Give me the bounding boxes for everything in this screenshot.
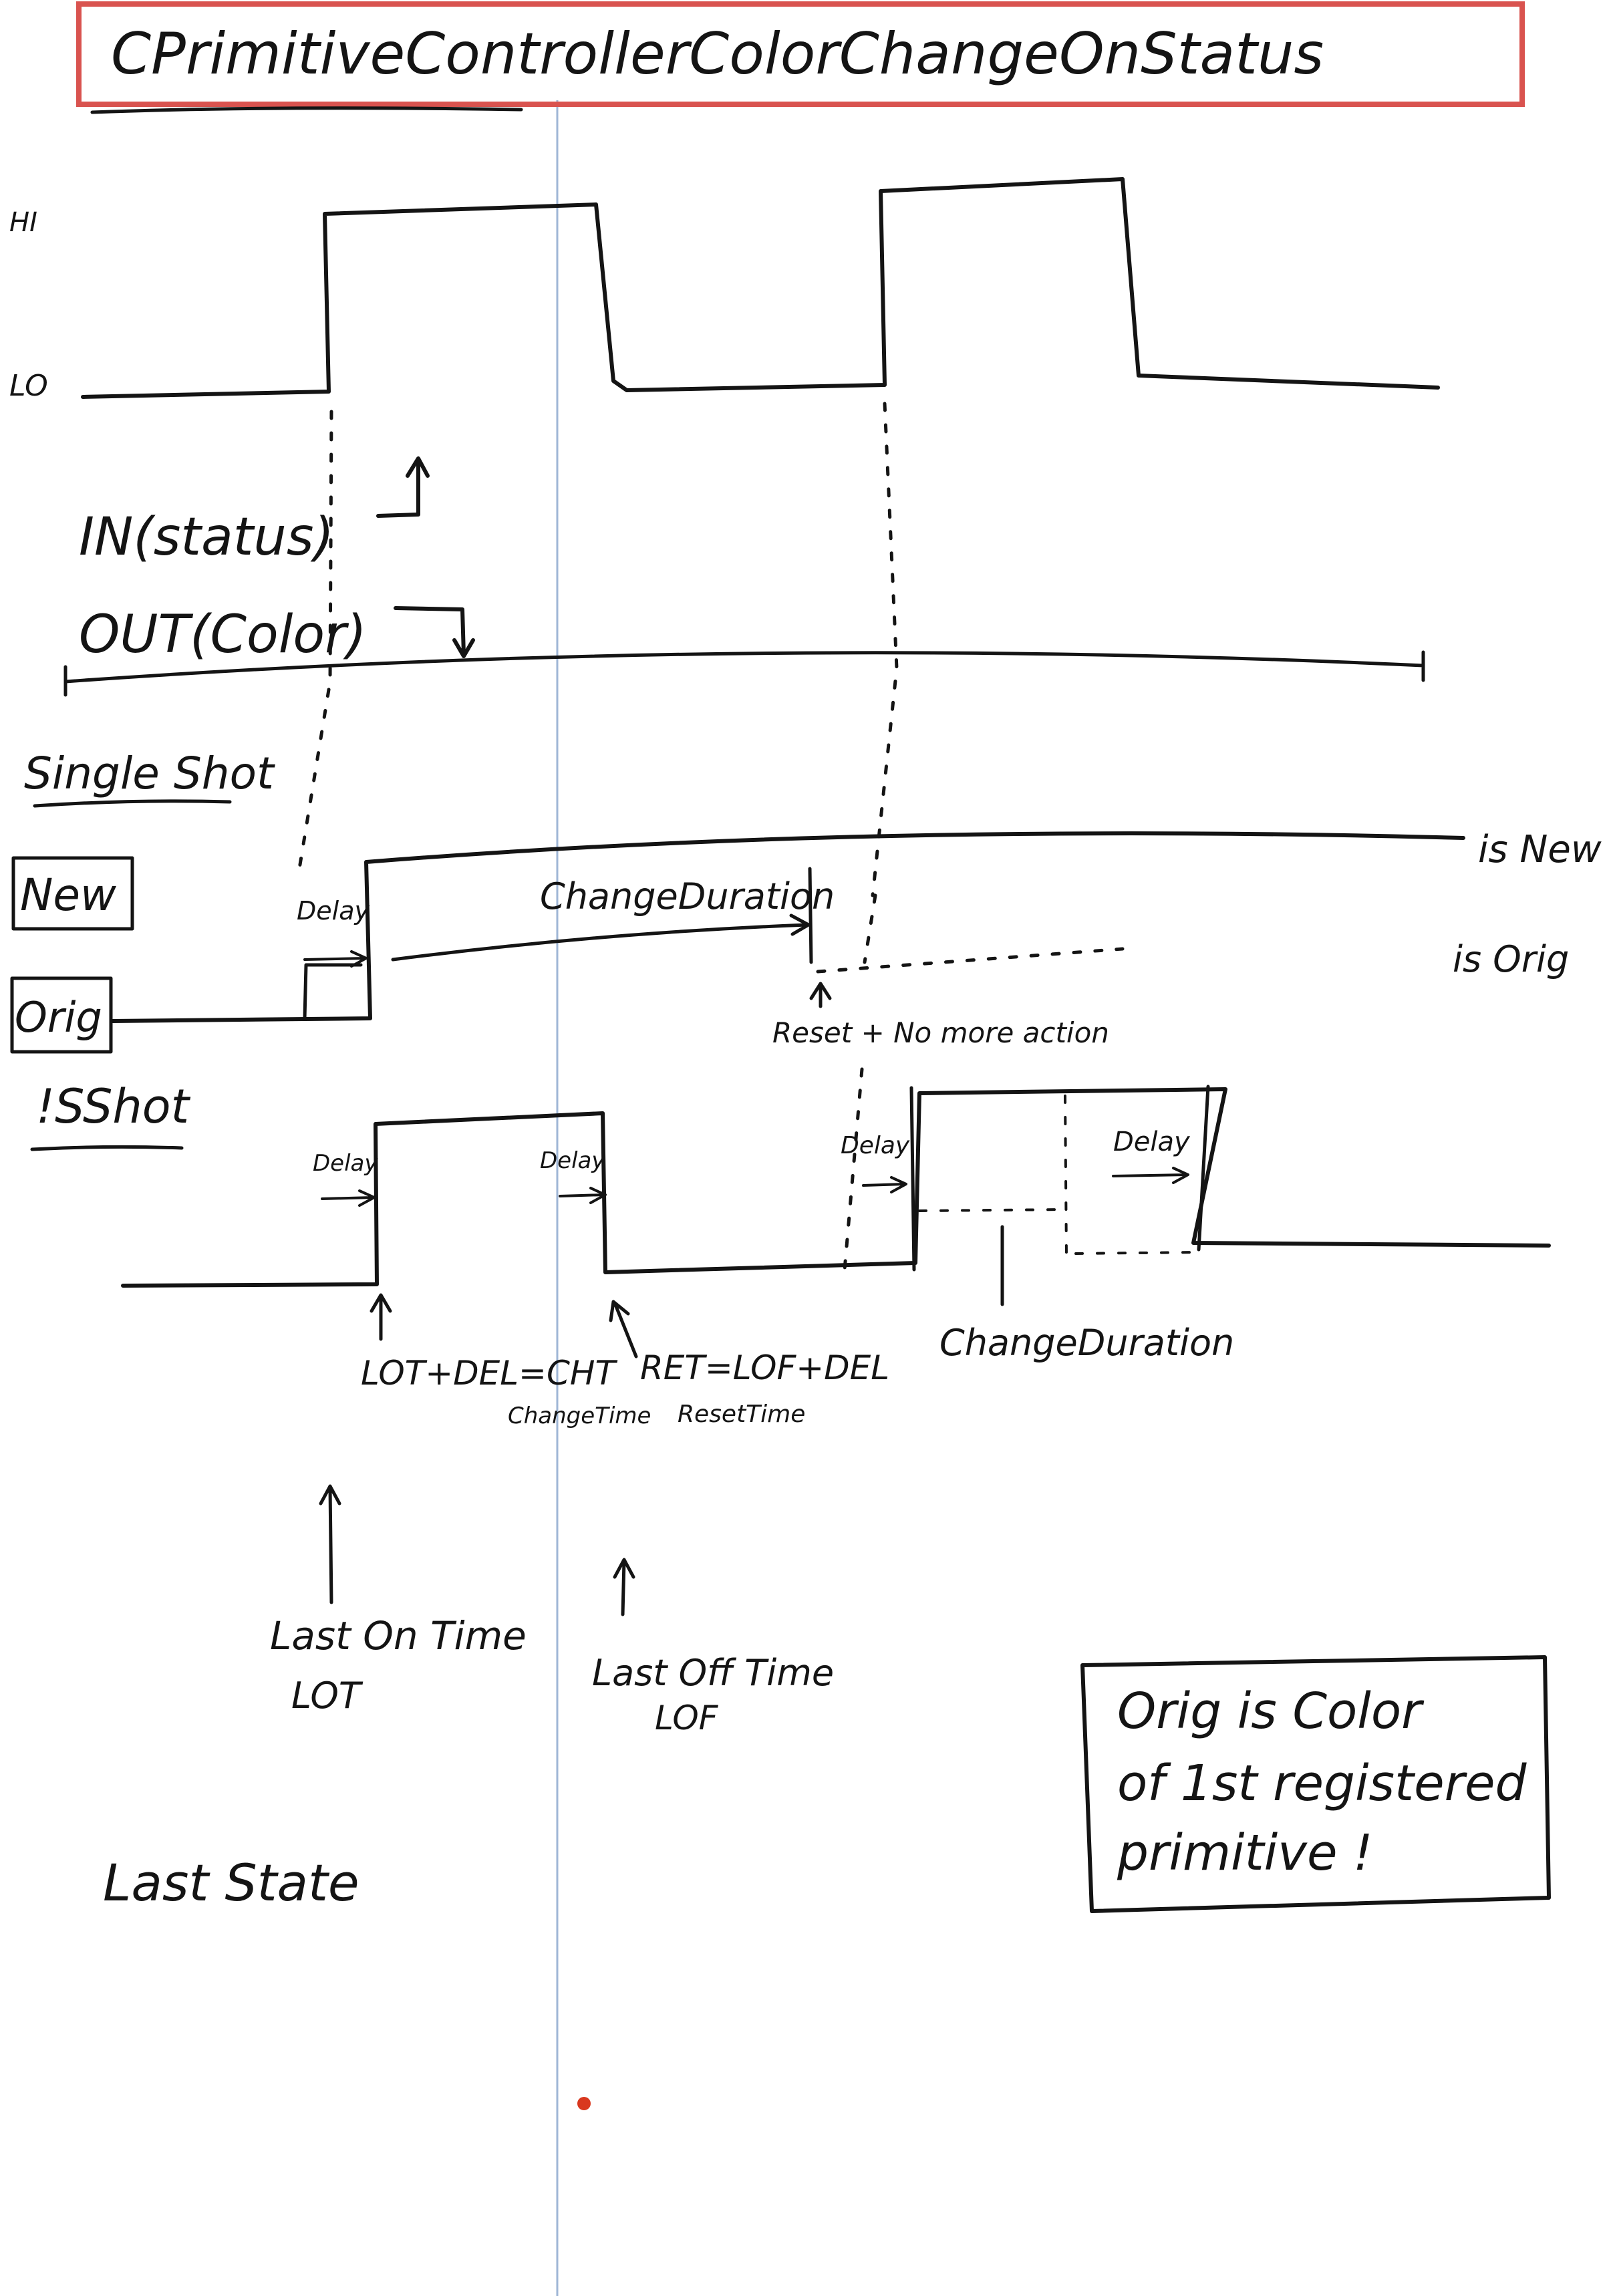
delay-label-2: Delay bbox=[540, 1147, 605, 1174]
hi-level-label: HI bbox=[9, 207, 37, 238]
single-shot-heading: Single Shot bbox=[24, 748, 275, 799]
single-shot-delay-bracket bbox=[303, 963, 363, 1020]
page-title: CPrimitiveControllerColorChangeOnStatus bbox=[111, 21, 1324, 88]
delay-arrow-icon-2 bbox=[559, 1187, 607, 1204]
single-shot-color-waveform bbox=[110, 831, 1465, 1023]
dashed-guide-reset bbox=[863, 893, 877, 964]
note-line-1: Orig is Color bbox=[1117, 1683, 1425, 1740]
lot-del-cht-label: LOT+DEL=CHT bbox=[361, 1354, 617, 1393]
last-off-time-label: Last Off Time bbox=[592, 1652, 834, 1694]
dashed-guide-delay-start bbox=[843, 1067, 864, 1272]
delay-label-4: Delay bbox=[1113, 1127, 1191, 1157]
title-box bbox=[76, 1, 1525, 107]
dashed-guide-second-edge bbox=[871, 402, 899, 897]
reset-time-label: ResetTime bbox=[678, 1401, 805, 1428]
delay-arrow-icon-3 bbox=[862, 1176, 907, 1193]
delay-arrow-icon-4 bbox=[1112, 1167, 1189, 1184]
new-state-box bbox=[11, 856, 134, 931]
dashed-guide-first-edge bbox=[297, 410, 333, 871]
last-on-time-arrow-icon bbox=[319, 1484, 341, 1604]
note-line-3: primitive ! bbox=[1117, 1824, 1373, 1882]
lo-level-label: LO bbox=[9, 369, 48, 403]
lof-label: LOF bbox=[655, 1699, 719, 1737]
last-state-label: Last State bbox=[103, 1853, 359, 1912]
lot-label: LOT bbox=[291, 1675, 363, 1717]
new-state-label: New bbox=[20, 869, 117, 921]
red-ink-dot bbox=[577, 2097, 591, 2110]
orig-state-box bbox=[10, 976, 113, 1054]
out-color-label: OUT(Color) bbox=[79, 605, 367, 665]
change-duration-arrow-icon bbox=[391, 913, 811, 962]
repeat-shot-color-waveform bbox=[121, 1087, 1551, 1288]
last-off-time-arrow-icon bbox=[613, 1558, 635, 1616]
time-axis bbox=[63, 650, 1425, 697]
reset-arrow-icon bbox=[809, 982, 832, 1008]
not-single-shot-heading: !SShot bbox=[36, 1079, 191, 1134]
repeat-shot-dotted-gap bbox=[918, 1095, 1197, 1258]
reset-dashed-line bbox=[816, 947, 1125, 974]
note-line-2: of 1st registered bbox=[1117, 1755, 1527, 1812]
reset-no-more-action-label: Reset + No more action bbox=[772, 1016, 1109, 1049]
is-new-label: is New bbox=[1478, 828, 1602, 871]
input-status-waveform bbox=[81, 177, 1440, 399]
delay-label-3: Delay bbox=[841, 1132, 910, 1159]
single-shot-delay-arrow-icon bbox=[303, 950, 368, 968]
single-shot-delay-label: Delay bbox=[297, 896, 370, 925]
change-time-arrow-icon bbox=[370, 1293, 392, 1341]
note-box bbox=[1080, 1655, 1551, 1913]
single-shot-change-duration-label: ChangeDuration bbox=[540, 875, 835, 917]
in-status-label: IN(status) bbox=[79, 507, 334, 567]
reset-time-arrow-icon bbox=[609, 1300, 638, 1358]
rising-arrow-icon bbox=[376, 456, 430, 518]
orig-state-label: Orig bbox=[15, 993, 102, 1042]
delay-arrow-icon-1 bbox=[321, 1189, 376, 1207]
is-orig-label: is Orig bbox=[1453, 938, 1569, 980]
falling-arrow-icon bbox=[394, 606, 475, 658]
change-time-label: ChangeTime bbox=[508, 1403, 651, 1429]
delay-label-1: Delay bbox=[313, 1150, 378, 1177]
change-duration-label: ChangeDuration bbox=[939, 1322, 1234, 1364]
last-on-time-label: Last On Time bbox=[270, 1613, 527, 1659]
ret-lof-del-label: RET=LOF+DEL bbox=[640, 1348, 889, 1387]
